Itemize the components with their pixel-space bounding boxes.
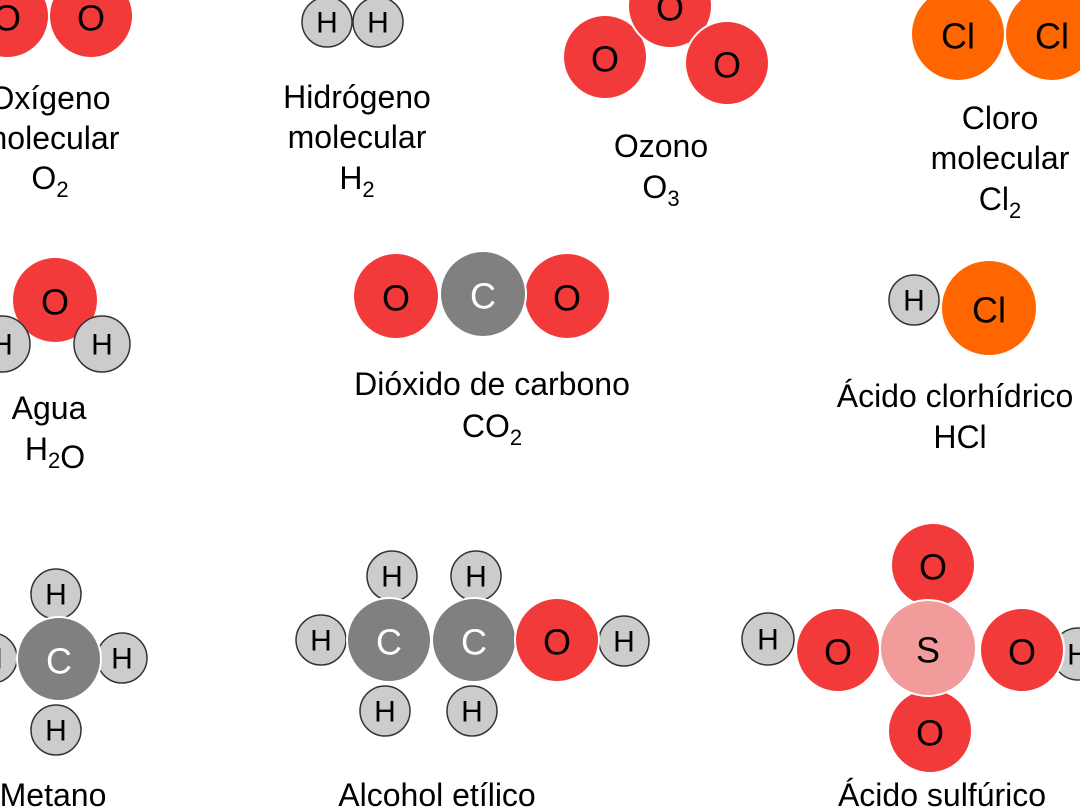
atom-symbol-cl: Cl — [941, 16, 975, 57]
atom-symbol-o: O — [916, 713, 944, 754]
atom-h-metano — [30, 704, 82, 756]
molecule-formula: H2 — [339, 160, 374, 202]
molecule-metano: HHHHCMetano — [0, 568, 148, 810]
molecule-name-line: Cloro — [962, 100, 1038, 136]
molecule-name-line: Agua — [12, 390, 87, 426]
atom-h-hidrogeno-molecular — [352, 0, 404, 48]
atom-symbol-c: C — [376, 622, 402, 663]
atom-symbol-h: H — [903, 285, 925, 318]
atom-symbol-h: H — [45, 715, 67, 748]
atom-symbol-cl: Cl — [972, 290, 1006, 331]
atom-symbol-c: C — [470, 276, 496, 317]
atom-symbol-o: O — [1008, 632, 1036, 673]
molecule-oxigeno-molecular: O O Oxígeno molecularO2 — [0, 0, 134, 202]
atom-h-agua — [0, 315, 31, 373]
molecule-formula: HCl — [933, 419, 986, 455]
atom-symbol-h: H — [381, 561, 403, 594]
atom-h-alcohol-etilico — [359, 685, 411, 737]
atom-o-alcohol-etilico — [514, 597, 600, 683]
atom-symbol-h: H — [91, 329, 113, 362]
atom-c-dioxido-de-carbono — [439, 250, 527, 338]
atom-symbol-o: O — [0, 0, 21, 39]
molecule-name-line: Alcohol etílico — [338, 777, 535, 810]
atom-symbol-cl: Cl — [1035, 16, 1069, 57]
molecule-name-line: molecular — [931, 140, 1070, 176]
atom-o-ozono — [562, 14, 648, 100]
atom-symbol-o: O — [591, 39, 619, 80]
molecule-name-line: Ácido clorhídrico — [837, 378, 1074, 414]
atom-symbol-h: H — [316, 7, 338, 40]
atom-h-acido-sulfurico — [741, 612, 795, 666]
atom-h-agua — [73, 315, 131, 373]
atom-symbol-h: H — [0, 329, 13, 362]
molecule-formula: O3 — [642, 169, 679, 211]
atom-symbol-h: H — [111, 643, 133, 676]
atom-s-acido-sulfurico — [879, 599, 977, 697]
atom-cl-acido-clorhidrico — [940, 259, 1038, 357]
atom-symbol-h: H — [1067, 639, 1080, 672]
molecule-formula: H2O — [25, 431, 85, 475]
atom-cl-cloro-molecular — [1004, 0, 1080, 82]
molecule-name-line: molecular — [288, 119, 427, 155]
atom-symbol-o: O — [824, 632, 852, 673]
atom-symbol-s: S — [916, 630, 940, 671]
molecule-name-line: Hidrógeno — [283, 79, 431, 115]
atom-symbol-h: H — [0, 643, 3, 676]
atom-o-agua — [11, 256, 99, 344]
atom-symbol-o: O — [553, 278, 581, 319]
molecule-name-line: molecular — [0, 120, 120, 156]
molecule-formula: Cl2 — [979, 181, 1021, 223]
atom-o-dioxido-de-carbono — [352, 252, 440, 340]
atom-h-alcohol-etilico — [446, 685, 498, 737]
atom-symbol-h: H — [45, 579, 67, 612]
molecule-formula: CO2 — [462, 408, 522, 450]
atom-symbol-o: O — [656, 0, 684, 29]
atom-symbol-c: C — [46, 641, 72, 682]
atom-symbol-o: O — [77, 0, 105, 39]
molecule-name-line: Dióxido de carbono — [354, 366, 630, 402]
molecule-name-line: Metano — [0, 777, 106, 810]
atom-symbol-h: H — [461, 696, 483, 729]
atom-o-acido-sulfurico — [979, 607, 1065, 693]
atom-o-ozono — [627, 0, 713, 49]
molecule-formula: O2 — [31, 160, 68, 202]
atom-c-metano — [16, 616, 102, 702]
atom-h-acido-clorhidrico — [888, 274, 940, 326]
atom-o-ozono — [684, 20, 770, 106]
molecule-name-line: Ozono — [614, 128, 708, 164]
atom-o-oxigeno-molecular — [48, 0, 134, 59]
atom-symbol-o: O — [41, 282, 69, 323]
atom-h-hidrogeno-molecular — [301, 0, 353, 48]
atom-symbol-h: H — [757, 624, 779, 657]
atom-symbol-h: H — [310, 625, 332, 658]
atom-symbol-c: C — [461, 622, 487, 663]
atom-symbol-o: O — [919, 547, 947, 588]
atom-symbol-o: O — [713, 45, 741, 86]
atom-symbol-o: O — [382, 278, 410, 319]
atom-symbol-h: H — [465, 561, 487, 594]
atom-symbol-h: H — [367, 7, 389, 40]
atom-symbol-h: H — [374, 696, 396, 729]
molecule-name-line: Oxígeno — [0, 80, 110, 116]
atom-symbol-h: H — [613, 626, 635, 659]
atom-symbol-o: O — [543, 622, 571, 663]
molecule-name-line: Ácido sulfúrico — [838, 777, 1046, 810]
